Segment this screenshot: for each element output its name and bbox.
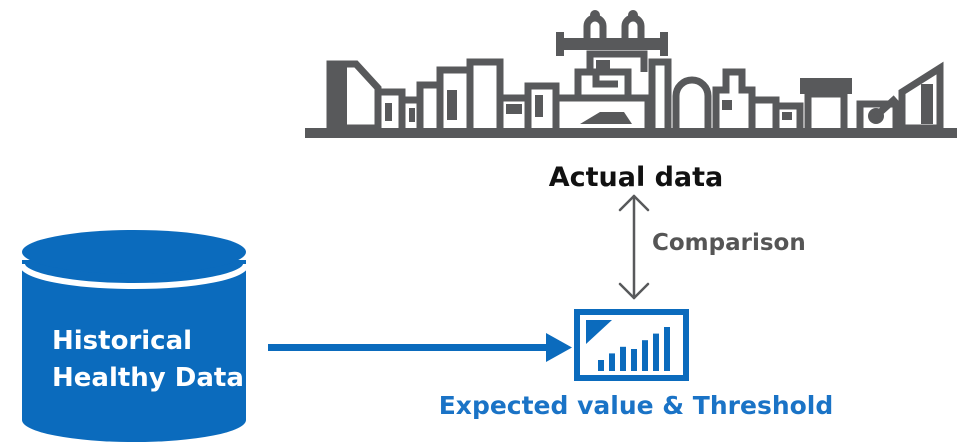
chart-bar bbox=[609, 353, 615, 371]
bar-chart-monitor-icon bbox=[574, 309, 689, 381]
database-label-line1: Historical bbox=[52, 326, 192, 356]
chart-bar bbox=[620, 346, 626, 371]
chart-bars bbox=[598, 327, 670, 371]
flow-arrow bbox=[268, 333, 572, 362]
chart-label: Expected value & Threshold bbox=[439, 391, 834, 420]
comparison-arrow bbox=[618, 194, 650, 300]
database-label-line2: Healthy Data bbox=[52, 363, 244, 393]
chart-bar bbox=[642, 340, 648, 371]
database-cylinder-icon bbox=[19, 230, 249, 442]
chart-bar bbox=[664, 327, 670, 371]
factory-skyline-icon bbox=[305, 10, 957, 138]
chart-bar bbox=[598, 360, 604, 371]
chart-bar bbox=[631, 349, 637, 371]
factory-label: Actual data bbox=[549, 162, 724, 193]
comparison-label: Comparison bbox=[652, 230, 806, 256]
chart-bar bbox=[653, 333, 659, 371]
